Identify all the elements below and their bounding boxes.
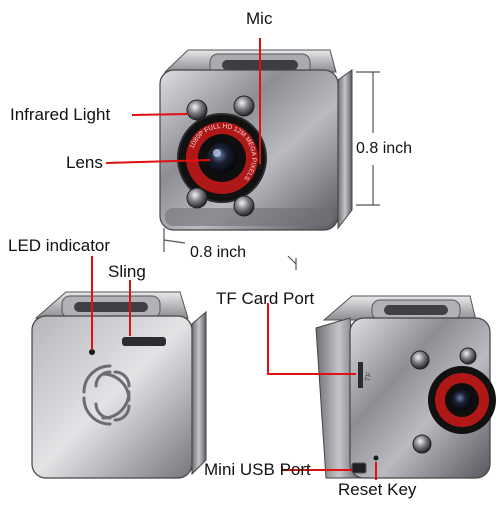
callout-usb — [281, 466, 352, 471]
dimension-height-label: 0.8 inch — [356, 140, 413, 157]
label-tf-card-port: TF Card Port — [216, 289, 315, 308]
callout-infrared — [131, 113, 189, 116]
label-mini-usb-port: Mini USB Port — [204, 460, 311, 479]
callout-tf — [267, 303, 356, 375]
dimension-width-line — [163, 228, 297, 270]
dimension-width-label: 0.8 inch — [190, 244, 247, 261]
tf-marking: TF — [363, 371, 374, 382]
camera-front-view — [159, 49, 353, 231]
label-reset-key: Reset Key — [338, 480, 417, 499]
label-lens: Lens — [66, 153, 103, 172]
callout-lens — [105, 159, 211, 164]
callout-lines — [91, 38, 377, 480]
dimension-height-line — [356, 71, 380, 206]
camera-back-view — [31, 291, 207, 479]
label-mic: Mic — [246, 9, 273, 28]
label-sling: Sling — [108, 262, 146, 281]
label-infrared-light: Infrared Light — [10, 105, 111, 124]
label-led-indicator: LED indicator — [8, 236, 111, 255]
camera-side-view — [315, 295, 496, 479]
